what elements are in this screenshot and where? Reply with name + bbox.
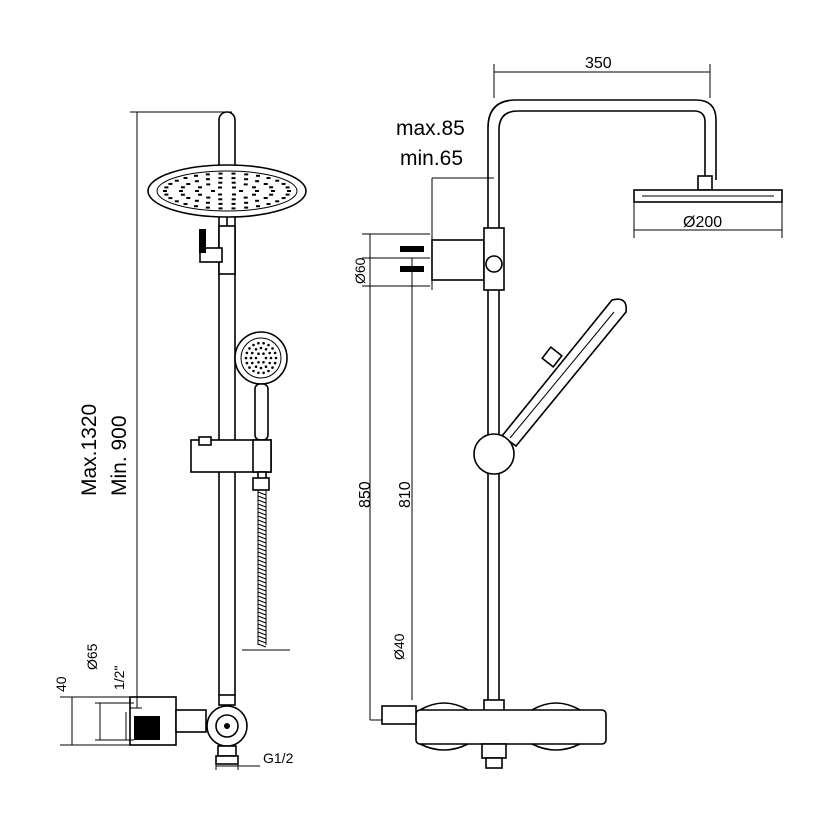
dim-40-side: Ø40	[391, 633, 407, 660]
dim-min65: min.65	[400, 147, 463, 170]
front-mixer	[129, 694, 248, 765]
dim-60: Ø60	[352, 257, 368, 284]
dim-200-group: Ø200	[633, 202, 783, 238]
side-riser-outer	[487, 99, 717, 700]
dim-850: 850	[357, 481, 374, 508]
front-diverter-lever	[199, 229, 206, 253]
dim-65-front: Ø65	[84, 643, 100, 670]
height-max-label: Max.1320	[78, 404, 101, 496]
side-hand-shower	[473, 298, 628, 475]
side-wall-bracket: Ø60	[352, 227, 505, 291]
dim-half-inch: 1/2"	[111, 666, 127, 690]
dim-max85: max.85	[396, 117, 465, 140]
dim-height-group: 850 810 Ø40	[357, 257, 430, 720]
dim-offset-group: max.85 min.65	[396, 117, 494, 290]
front-view: Max.1320 Min. 900 40 Ø65 1/2" G1/2	[53, 111, 307, 770]
dim-810: 810	[397, 481, 414, 508]
height-min-label: Min. 900	[108, 415, 131, 496]
dim-40-front: 40	[53, 676, 69, 692]
front-slider-holder	[190, 436, 272, 483]
side-mixer	[370, 699, 607, 769]
side-overhead-shower	[633, 175, 783, 203]
dim-g12: G1/2	[263, 750, 294, 766]
front-hose	[252, 477, 270, 648]
side-view: 350 max.85 min.65 Ø200 Ø60	[352, 55, 783, 769]
dim-350-group: 350	[493, 55, 711, 98]
front-hand-shower	[234, 331, 288, 441]
dim-350: 350	[585, 55, 612, 72]
dim-200: Ø200	[683, 214, 722, 231]
front-dimensions: Max.1320 Min. 900 40 Ø65 1/2" G1/2	[53, 112, 294, 770]
side-riser-inner	[498, 110, 706, 700]
front-overhead-shower	[147, 164, 307, 226]
